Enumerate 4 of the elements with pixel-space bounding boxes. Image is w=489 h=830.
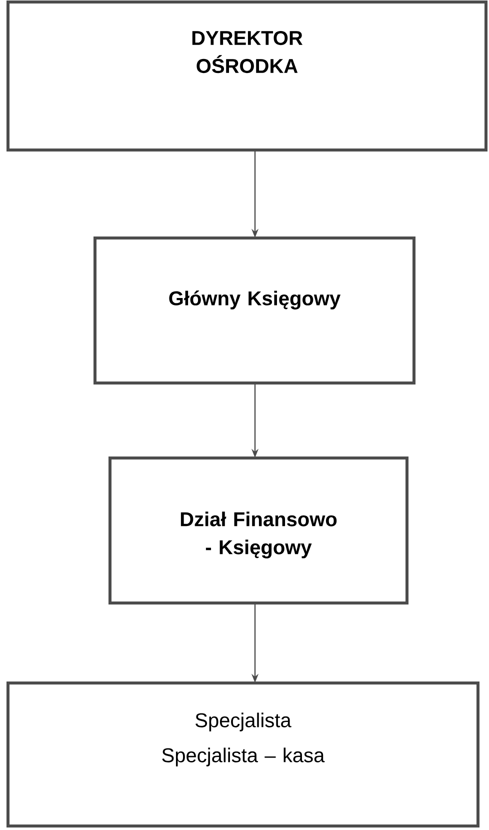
role-box: Dział Finansowo - Księgowy [108,456,408,604]
role-box: Specjalista Specjalista – kasa [6,682,480,828]
title-box: DYREKTOR OŚRODKA [6,0,488,152]
role-box: Główny Księgowy [94,236,416,384]
